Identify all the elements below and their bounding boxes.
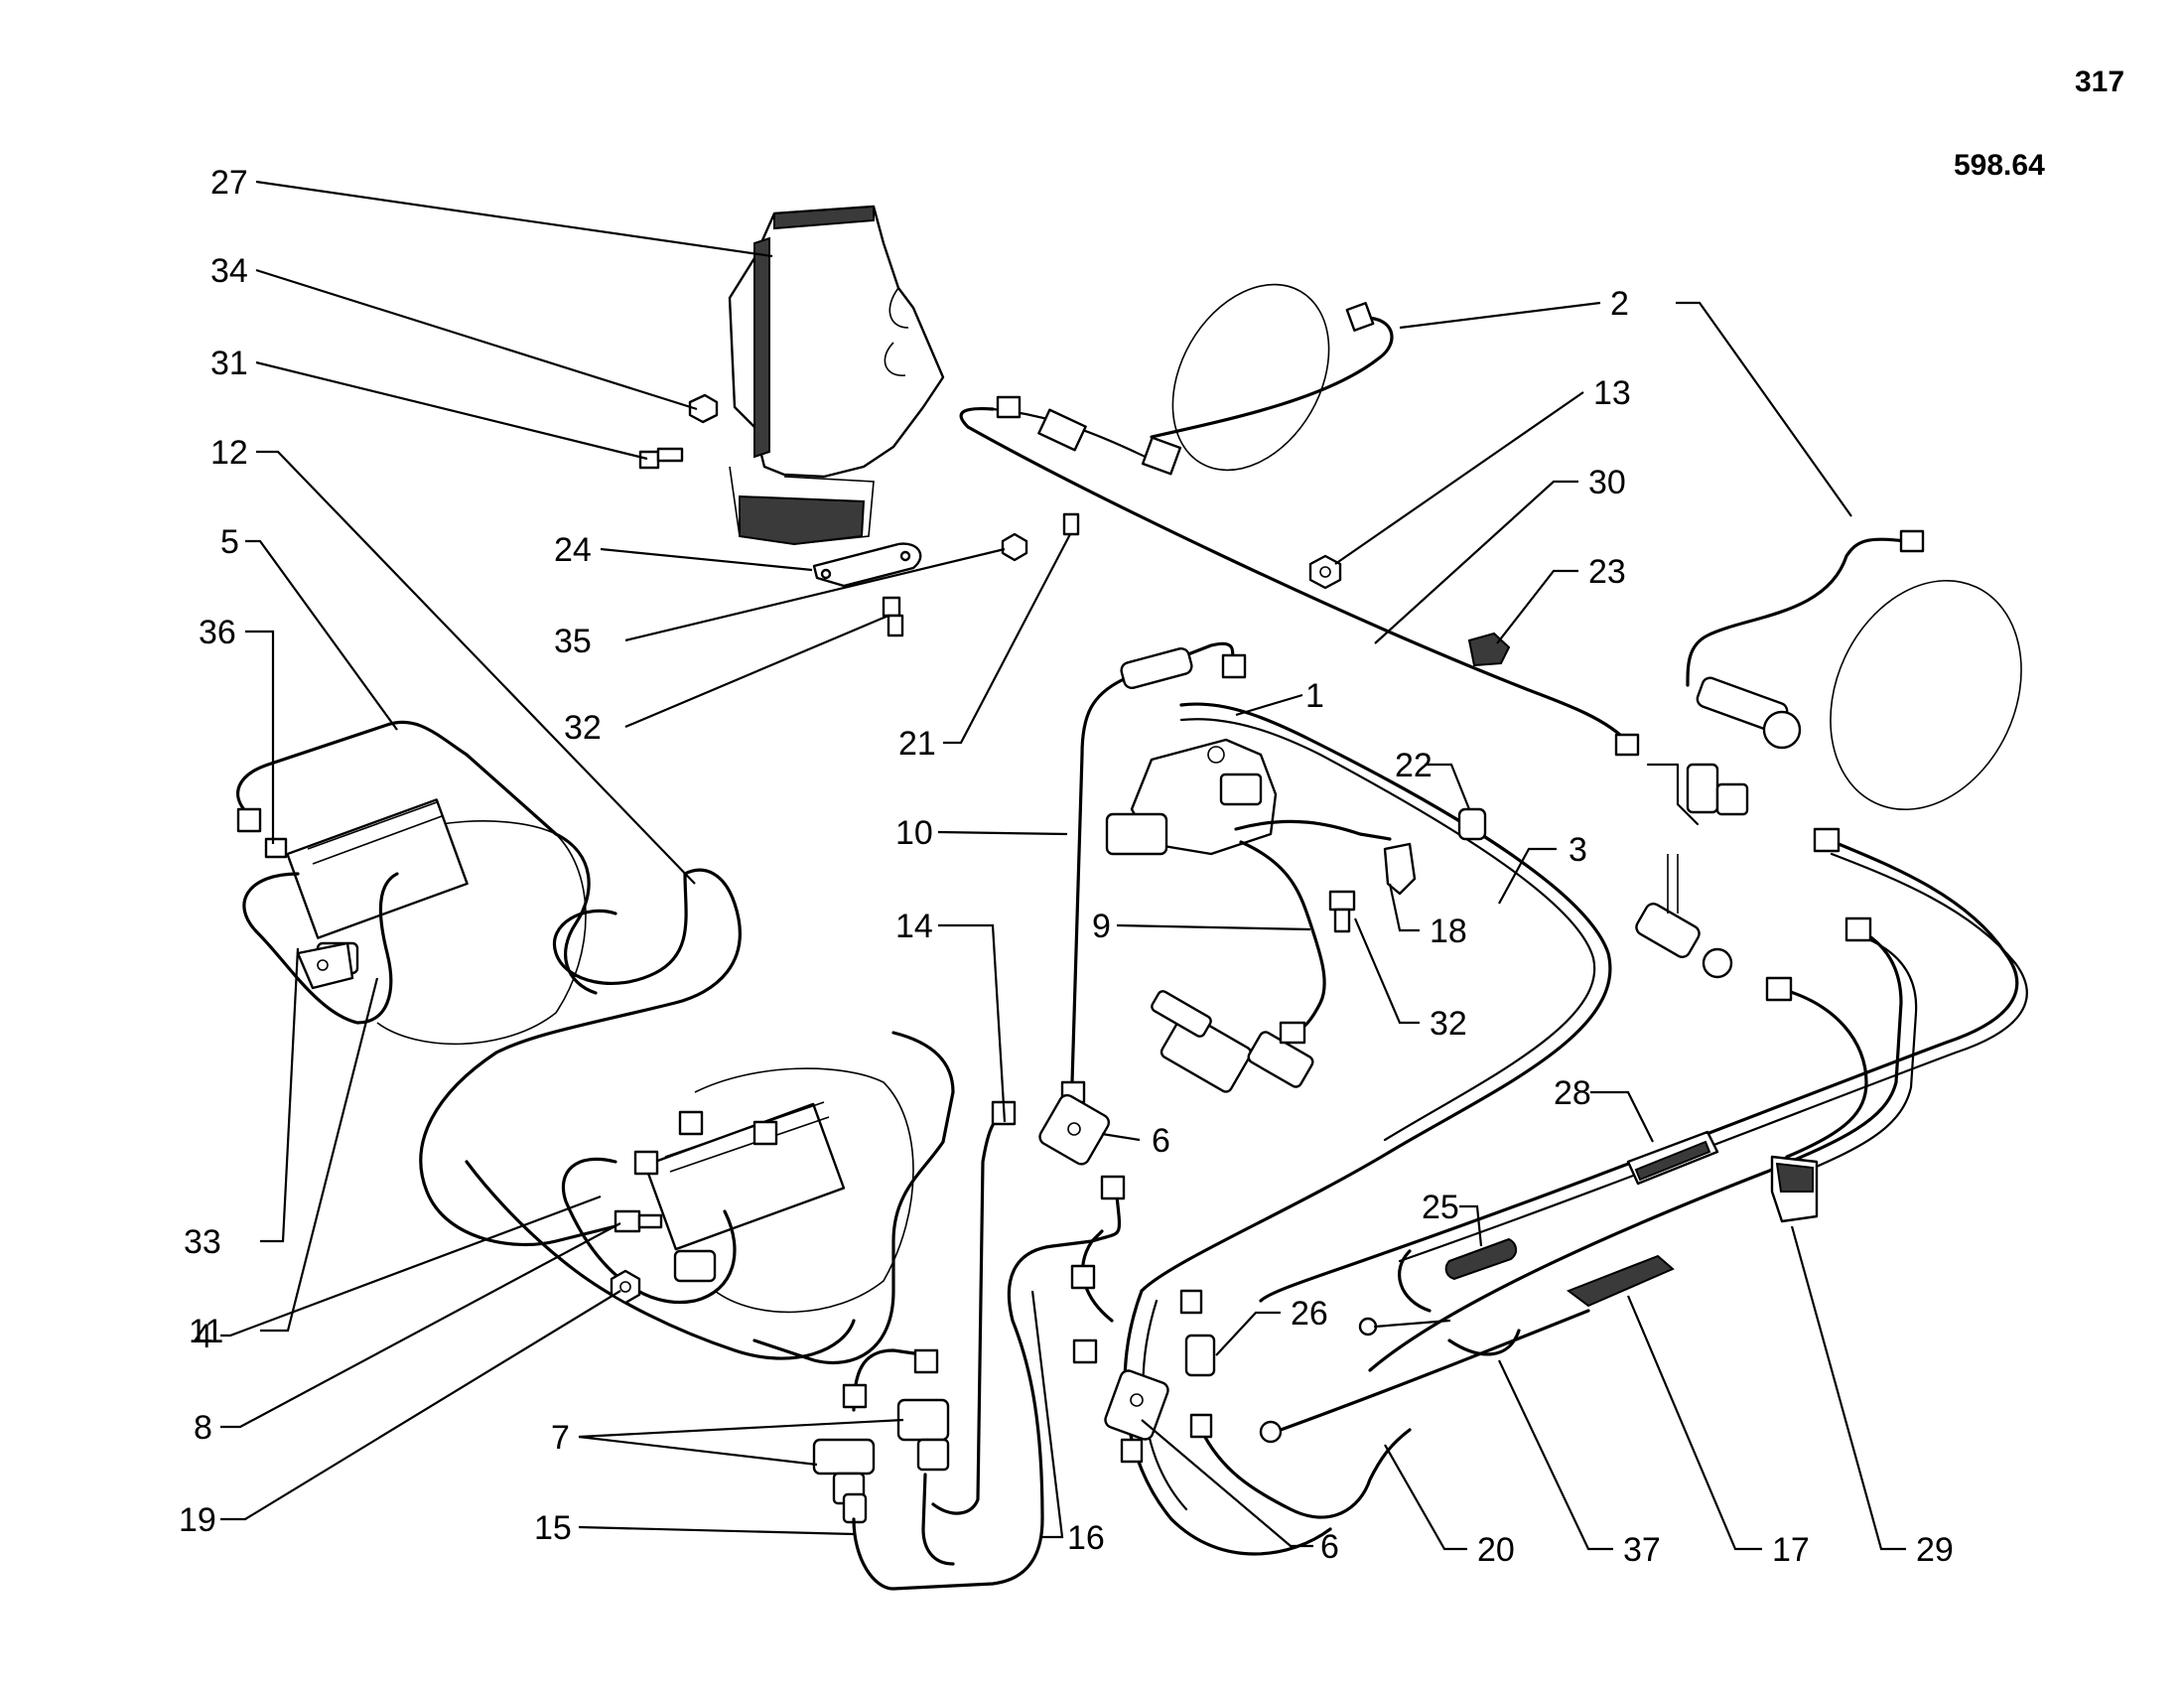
nut-part-13 <box>1308 554 1342 590</box>
front-brake-disc-lower <box>1830 579 2022 811</box>
front-brake-disc-upper <box>1171 283 1330 472</box>
nut-part-34 <box>688 393 719 424</box>
pipe-part-5 <box>236 720 598 995</box>
pipe-part-9 <box>1239 840 1326 1035</box>
nut-part-35 <box>1001 532 1028 562</box>
callout-25: 25 <box>1422 1189 1459 1226</box>
front-tee-fitting <box>1646 676 1802 826</box>
master-cylinder-connector <box>1151 990 1314 1093</box>
grommet-part-17 <box>1566 1254 1675 1308</box>
pipe-part-11 <box>242 872 399 1025</box>
leader-lines <box>220 180 1906 1551</box>
callout-27: 27 <box>210 164 248 202</box>
rear-brake-caliper-right <box>643 1067 914 1314</box>
callout-5: 5 <box>220 523 239 561</box>
figure-reference: 598.64 <box>1954 149 2045 182</box>
callout-4: 4 <box>194 1318 212 1355</box>
callout-33: 33 <box>184 1223 221 1261</box>
callout-28: 28 <box>1554 1074 1591 1112</box>
pipe-part-12 <box>419 868 742 1247</box>
callout-15: 15 <box>534 1509 572 1547</box>
parts-drawing <box>236 205 2028 1591</box>
callout-6-lower: 6 <box>1320 1528 1339 1566</box>
bolt-part-32a <box>882 596 904 637</box>
rear-brake-caliper-left <box>286 798 587 1046</box>
callout-26: 26 <box>1291 1295 1328 1333</box>
callout-29: 29 <box>1916 1531 1954 1569</box>
bolt-part-21 <box>1062 512 1080 536</box>
sleeve-part-22 <box>1457 807 1487 841</box>
callout-18: 18 <box>1430 913 1467 950</box>
connector-part-26 <box>1184 1334 1216 1377</box>
bolt-part-8 <box>614 1209 663 1233</box>
callout-23: 23 <box>1588 553 1626 591</box>
callout-10: 10 <box>895 814 933 852</box>
bolt-part-32b <box>1328 890 1356 933</box>
clip-part-7-upper <box>896 1398 950 1472</box>
pressure-regulator-part-1 <box>1105 738 1278 856</box>
callout-32-lower: 32 <box>1430 1005 1467 1043</box>
callout-19: 19 <box>179 1501 216 1539</box>
callout-30: 30 <box>1588 464 1626 501</box>
callout-7: 7 <box>551 1419 570 1457</box>
clip-part-29 <box>1770 1155 1819 1223</box>
hose-part-2-lower <box>1686 537 1908 687</box>
junction-part-6-lower <box>1104 1369 1169 1441</box>
callout-12: 12 <box>210 434 248 472</box>
rear-tee-fitting <box>1635 854 1733 979</box>
callout-3: 3 <box>1569 831 1587 869</box>
grommet-part-25 <box>1444 1237 1517 1281</box>
bolt-part-31 <box>638 447 684 470</box>
junction-part-6-upper <box>1038 1093 1111 1166</box>
rear-pipe-c <box>1775 986 1868 1159</box>
callout-20: 20 <box>1477 1531 1515 1569</box>
callout-36: 36 <box>199 614 236 651</box>
callout-31: 31 <box>210 345 248 382</box>
callout-37: 37 <box>1623 1531 1661 1569</box>
callout-2: 2 <box>1610 285 1629 323</box>
clip-part-7-lower <box>812 1438 876 1505</box>
callout-16: 16 <box>1067 1519 1105 1557</box>
grommet-part-23 <box>1467 632 1511 667</box>
rear-pipe-a <box>1259 837 2019 1303</box>
callout-32-upper: 32 <box>564 709 602 747</box>
callout-labels: 27 34 31 12 5 36 24 35 32 21 10 14 33 11… <box>179 164 1954 1569</box>
pipe-part-16 <box>1007 1195 1122 1521</box>
callout-14: 14 <box>895 908 933 945</box>
callout-1: 1 <box>1305 677 1324 715</box>
callout-22: 22 <box>1395 747 1433 784</box>
nut-part-19 <box>610 1269 641 1305</box>
pipe-part-20 <box>1279 1309 1590 1432</box>
callout-24: 24 <box>554 531 592 569</box>
bracket-part-24 <box>812 542 922 588</box>
clip-part-18 <box>1383 842 1417 896</box>
callout-13: 13 <box>1593 374 1631 412</box>
callout-6-upper: 6 <box>1152 1122 1170 1160</box>
pipe-part-30 <box>959 406 1630 745</box>
hose-part-2-upper <box>1150 316 1394 439</box>
bolt-part-36 <box>264 837 288 859</box>
shield-part-27 <box>728 205 945 546</box>
rear-pipe-b <box>1368 926 1903 1372</box>
clip-part-28 <box>1626 1130 1719 1186</box>
page-number: 317 <box>2075 66 2124 98</box>
pipe-part-10 <box>1070 641 1235 1084</box>
callout-34: 34 <box>210 252 248 290</box>
callout-8: 8 <box>194 1409 212 1447</box>
callout-9: 9 <box>1092 908 1111 945</box>
callout-11: 11 <box>189 1313 223 1350</box>
callout-35: 35 <box>554 623 592 660</box>
cable-part-37 <box>1358 1249 1521 1356</box>
pipe-part-3 <box>1140 702 1612 1293</box>
callout-17: 17 <box>1772 1531 1810 1569</box>
bracket-part-33 <box>296 941 354 990</box>
callout-21: 21 <box>898 725 936 763</box>
